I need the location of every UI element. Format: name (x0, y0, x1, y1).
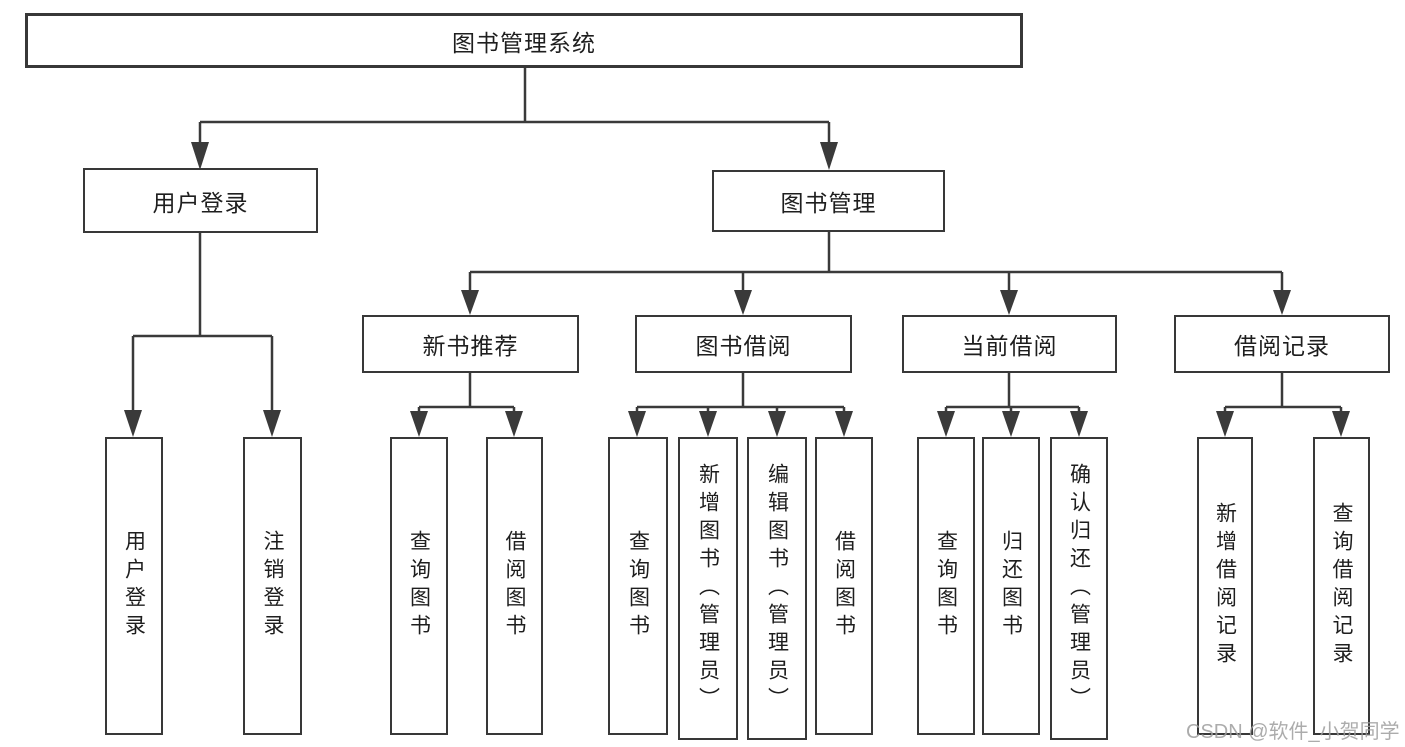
leaf-label: 新增图书（管理员） (696, 462, 720, 715)
leaf-br-add-borrow-record: 新增借阅记录 (1197, 437, 1253, 735)
leaf-bb-query-books: 查询图书 (608, 437, 668, 735)
node-book-borrow: 图书借阅 (635, 315, 852, 373)
leaf-bb-borrow-books: 借阅图书 (815, 437, 873, 735)
leaf-cb-confirm-return-admin: 确认归还（管理员） (1050, 437, 1108, 740)
leaf-cb-return-books: 归还图书 (982, 437, 1040, 735)
leaf-nb-borrow-books: 借阅图书 (486, 437, 543, 735)
leaf-br-query-borrow-record: 查询借阅记录 (1313, 437, 1370, 735)
leaf-label: 归还图书 (999, 530, 1023, 642)
node-root-system: 图书管理系统 (25, 13, 1023, 68)
node-label: 图书管理系统 (452, 29, 596, 56)
leaf-label: 确认归还（管理员） (1067, 462, 1091, 715)
leaf-label: 用户登录 (122, 530, 146, 642)
node-new-book-recommend: 新书推荐 (362, 315, 579, 373)
node-label: 图书借阅 (695, 333, 792, 359)
leaf-label: 查询图书 (934, 530, 958, 642)
leaf-logout: 注销登录 (243, 437, 302, 735)
node-label: 图书管理 (780, 190, 877, 216)
node-borrow-records: 借阅记录 (1174, 315, 1390, 373)
node-label: 借阅记录 (1234, 333, 1330, 359)
leaf-bb-edit-books-admin: 编辑图书（管理员） (747, 437, 807, 740)
leaf-label: 查询图书 (407, 530, 431, 642)
leaf-label: 查询图书 (626, 530, 650, 642)
leaf-label: 编辑图书（管理员） (765, 462, 789, 715)
leaf-label: 借阅图书 (832, 530, 856, 642)
node-label: 新书推荐 (422, 333, 519, 359)
node-book-management: 图书管理 (712, 170, 945, 232)
node-label: 用户登录 (152, 189, 249, 216)
leaf-label: 新增借阅记录 (1213, 502, 1237, 670)
leaf-nb-query-books: 查询图书 (390, 437, 448, 735)
leaf-label: 注销登录 (261, 530, 284, 642)
node-current-borrow: 当前借阅 (902, 315, 1117, 373)
csdn-watermark: CSDN @软件_小贺同学 (1186, 721, 1400, 743)
leaf-user-login: 用户登录 (105, 437, 163, 735)
leaf-bb-add-books-admin: 新增图书（管理员） (678, 437, 738, 740)
node-label: 当前借阅 (961, 333, 1058, 359)
leaf-cb-query-books: 查询图书 (917, 437, 975, 735)
leaf-label: 借阅图书 (503, 530, 526, 642)
leaf-label: 查询借阅记录 (1330, 502, 1353, 670)
node-user-login: 用户登录 (83, 168, 318, 233)
